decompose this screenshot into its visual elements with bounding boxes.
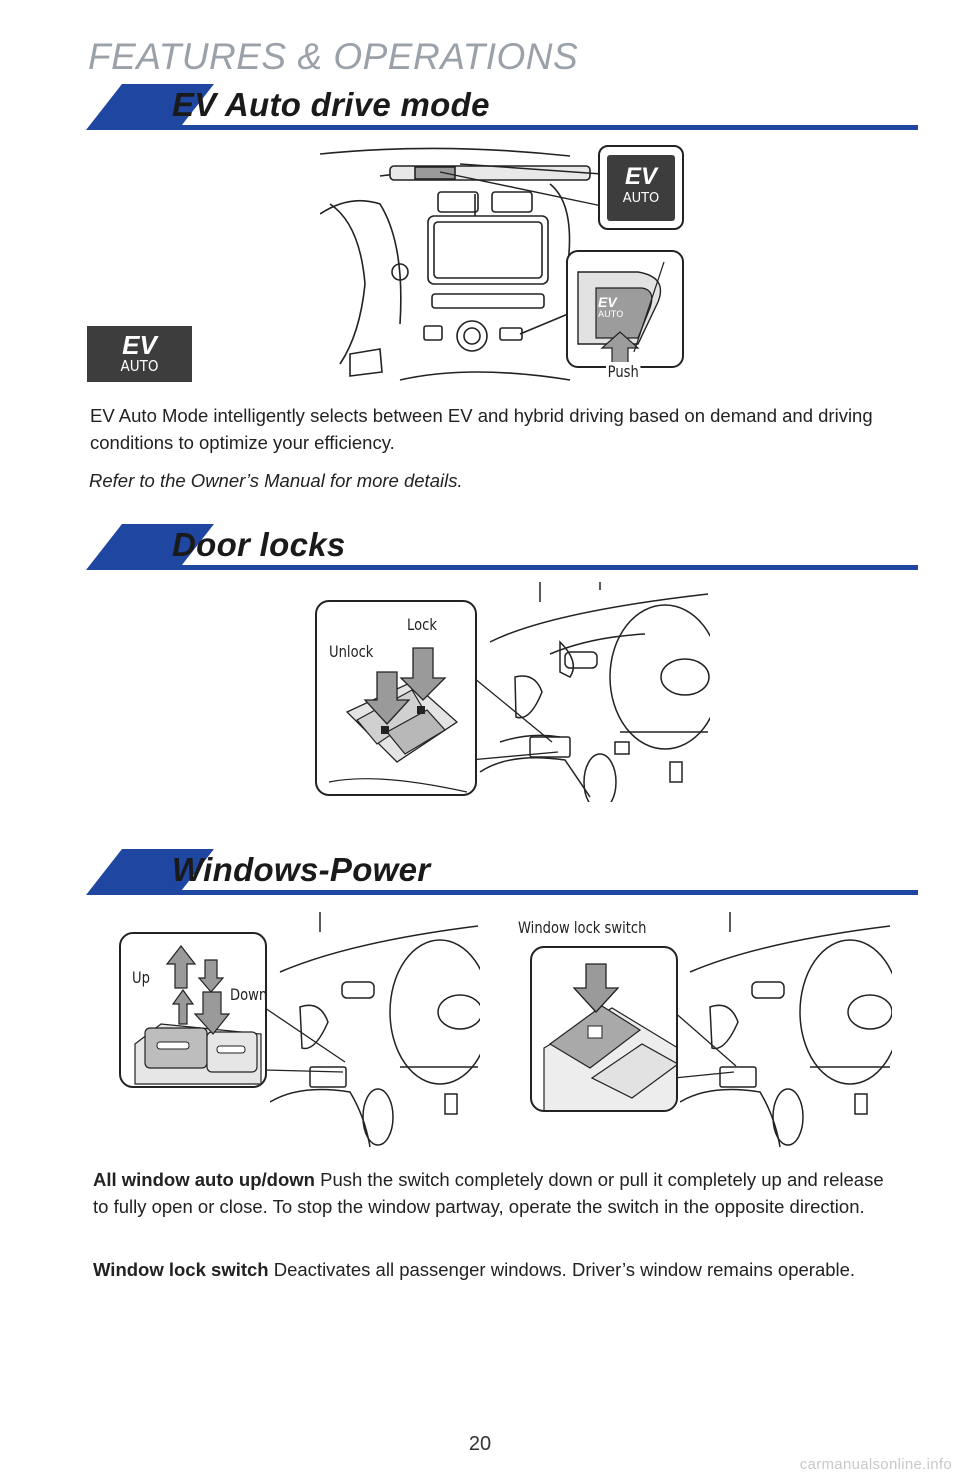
ev-auto-push-callout: EV AUTO	[566, 250, 684, 368]
window-lock-switch-callout	[530, 946, 678, 1112]
window-callout-lines-right	[671, 1009, 737, 1079]
window-lock-switch-label: Window lock switch	[518, 918, 647, 937]
window-switch-drawing	[134, 945, 262, 1085]
section-header-stripe	[86, 84, 918, 130]
lock-label: Lock	[407, 615, 437, 634]
callout-auto-text: AUTO	[622, 191, 660, 206]
page-number: 20	[468, 1433, 492, 1455]
section-header-door-locks: Door locks	[86, 524, 918, 572]
ev-auto-note: Refer to the Owner’s Manual for more det…	[89, 470, 463, 491]
callout-ev-text: EV	[624, 163, 657, 190]
push-label: Push	[606, 362, 641, 381]
callout-lines-top	[439, 163, 603, 207]
window-auto-paragraph: All window auto up/down Push the switch …	[93, 1166, 893, 1220]
ev-auto-badge: EV AUTO	[87, 326, 192, 382]
section-header-stripe	[86, 524, 918, 570]
window-up-down-interior-illustration	[270, 912, 480, 1148]
unlock-label: Unlock	[329, 642, 374, 661]
ev-auto-dashboard-illustration	[320, 147, 591, 381]
window-lock-paragraph: Window lock switch Deactivates all passe…	[93, 1258, 913, 1281]
push-auto-text: AUTO	[598, 310, 624, 320]
door-lock-switch-callout	[315, 600, 477, 796]
push-button-drawing	[577, 261, 665, 366]
watermark: carmanualsonline.info	[799, 1456, 952, 1473]
section-title-windows-power: Windows-Power	[172, 851, 431, 888]
window-auto-term: All window auto up/down	[93, 1169, 315, 1190]
ev-auto-callout-box: EV AUTO	[598, 145, 684, 230]
ev-auto-description: EV Auto Mode intelligently selects betwe…	[88, 402, 878, 456]
page-heading: FEATURES & OPERATIONS	[88, 36, 579, 77]
window-up-down-callout	[119, 932, 267, 1088]
section-header-ev-auto: EV Auto drive mode	[86, 84, 918, 132]
ev-auto-body: EV Auto Mode intelligently selects betwe…	[90, 405, 873, 453]
section-title-door-locks: Door locks	[172, 526, 346, 563]
window-lock-switch-drawing	[543, 963, 676, 1110]
window-auto-text: Push the switch completely down or pull …	[93, 1169, 884, 1217]
badge-auto-text: AUTO	[120, 357, 159, 375]
ev-auto-icon: EV AUTO	[607, 155, 675, 221]
door-locks-callout-lines	[469, 677, 559, 760]
window-callout-lines-left	[264, 1007, 346, 1073]
door-lock-switch-drawing	[328, 647, 468, 793]
badge-ev-text: EV	[122, 330, 157, 360]
window-lock-term: Window lock switch	[93, 1259, 269, 1280]
up-label: Up	[132, 968, 150, 987]
section-title-ev-auto: EV Auto drive mode	[172, 86, 490, 123]
section-header-windows-power: Windows-Power	[86, 849, 918, 897]
window-lock-interior-illustration	[680, 912, 892, 1148]
down-label: Down	[230, 985, 268, 1004]
window-lock-text: Deactivates all passenger windows. Drive…	[268, 1259, 856, 1280]
push-ev-text: EV	[598, 294, 617, 310]
section-header-stripe	[86, 849, 918, 895]
